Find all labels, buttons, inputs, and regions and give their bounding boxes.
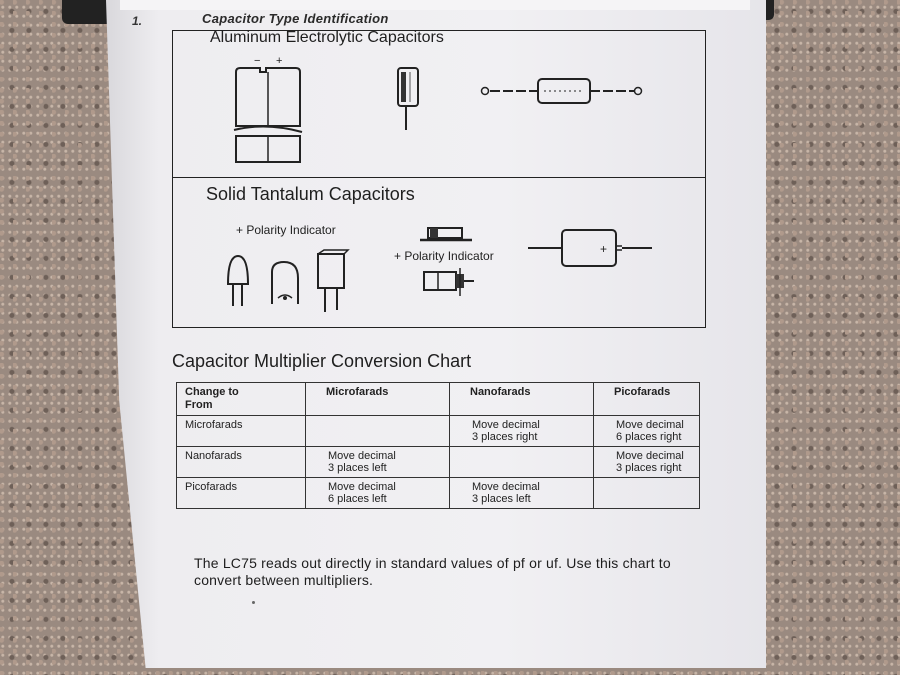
box-divider <box>173 177 705 178</box>
section-number: 1. <box>132 14 143 28</box>
table-cell: Move decimal 3 places right <box>593 446 700 478</box>
table-header-row: Change to From Microfarads Nanofarads Pi… <box>176 382 700 416</box>
table-cell: Move decimal 6 places left <box>305 477 450 509</box>
smd-tantalum-side-icon <box>423 268 474 296</box>
axial-plus-sign: + <box>600 242 607 256</box>
section-title: Capacitor Type Identification <box>202 11 389 26</box>
can-plus-sign: + <box>276 55 282 67</box>
manual-page <box>106 0 766 668</box>
table-row: Nanofarads Move decimal 3 places left Mo… <box>176 446 700 478</box>
multiplier-conversion-table: Change to From Microfarads Nanofarads Pi… <box>176 382 700 509</box>
polarity-indicator-label-right: + Polarity Indicator <box>394 249 494 263</box>
table-cell: Move decimal 6 places right <box>593 415 700 447</box>
smd-tantalum-top-icon <box>420 227 472 242</box>
column-header-picofarads: Picofarads <box>593 382 700 416</box>
table-cell: Move decimal 3 places left <box>305 446 450 478</box>
tantalum-bead-capacitors-icon <box>226 249 350 312</box>
axial-capacitor-icon <box>480 78 643 104</box>
polarity-indicator-label-left: + Polarity Indicator <box>236 223 336 237</box>
table-cell <box>593 477 700 509</box>
row-label-picofarads: Picofarads <box>176 477 306 509</box>
aluminum-electrolytic-title: Aluminum Electrolytic Capacitors <box>210 29 444 46</box>
can-capacitor-icon: − + <box>233 55 303 163</box>
paper-speck <box>252 601 255 604</box>
table-row: Microfarads Move decimal 3 places right … <box>176 415 700 447</box>
table-cell <box>305 415 450 447</box>
table-cell: Move decimal 3 places left <box>449 477 594 509</box>
table-cell <box>449 446 594 478</box>
conversion-chart-title: Capacitor Multiplier Conversion Chart <box>172 351 472 371</box>
granite-counter-right <box>760 0 900 675</box>
header-from: From <box>185 399 213 411</box>
table-cell: Move decimal 3 places right <box>449 415 594 447</box>
column-header-nanofarads: Nanofarads <box>449 382 594 416</box>
radial-capacitor-icon <box>397 67 419 130</box>
row-label-microfarads: Microfarads <box>176 415 306 447</box>
solid-tantalum-title: Solid Tantalum Capacitors <box>206 184 415 204</box>
header-corner-cell: Change to From <box>176 382 306 416</box>
can-minus-sign: − <box>254 55 260 67</box>
column-header-microfarads: Microfarads <box>305 382 450 416</box>
header-change-to: Change to <box>185 386 239 398</box>
table-row: Picofarads Move decimal 6 places left Mo… <box>176 477 700 509</box>
axial-tantalum-capacitor-icon: + <box>528 229 652 267</box>
capacitor-identification-box <box>172 30 706 328</box>
row-label-nanofarads: Nanofarads <box>176 446 306 478</box>
footnote-text: The LC75 reads out directly in standard … <box>194 555 671 588</box>
page-top-fold <box>120 0 750 10</box>
